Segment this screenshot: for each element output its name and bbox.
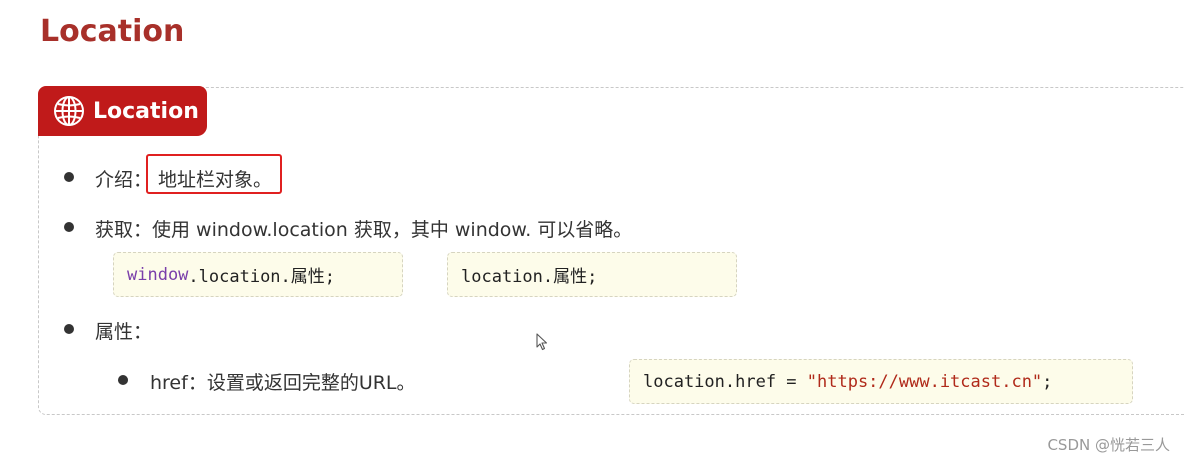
code-href-prefix: location.href = <box>643 371 807 392</box>
section-tab: Location <box>38 86 207 136</box>
bullet-get <box>64 222 74 232</box>
code-keyword-window: window <box>127 264 189 285</box>
bullet-href <box>118 375 128 385</box>
code-block-window-location: window.location.属性; <box>113 252 403 297</box>
code-href-string: "https://www.itcast.cn" <box>806 371 1043 392</box>
code-block-href: location.href = "https://www.itcast.cn"; <box>629 359 1133 404</box>
code-text: location.属性; <box>461 267 598 287</box>
intro-label: 介绍： <box>95 169 153 191</box>
watermark: CSDN @恍若三人 <box>1047 436 1170 454</box>
code-block-location: location.属性; <box>447 252 737 297</box>
bullet-intro <box>64 172 74 182</box>
intro-highlight-text: 地址栏对象。 <box>158 169 273 191</box>
props-label: 属性： <box>95 321 153 343</box>
get-text: 获取：使用 window.location 获取，其中 window. 可以省略… <box>95 219 633 241</box>
code-href-suffix: ; <box>1042 371 1053 392</box>
mouse-cursor-icon <box>536 333 548 351</box>
globe-icon <box>54 96 84 126</box>
bullet-props <box>64 324 74 334</box>
content-card <box>38 87 1184 415</box>
section-tab-label: Location <box>93 98 199 124</box>
code-rest: .location.属性; <box>188 267 336 287</box>
href-text: href：设置或返回完整的URL。 <box>150 372 416 394</box>
highlight-box <box>146 154 282 194</box>
page-title: Location <box>40 14 185 49</box>
